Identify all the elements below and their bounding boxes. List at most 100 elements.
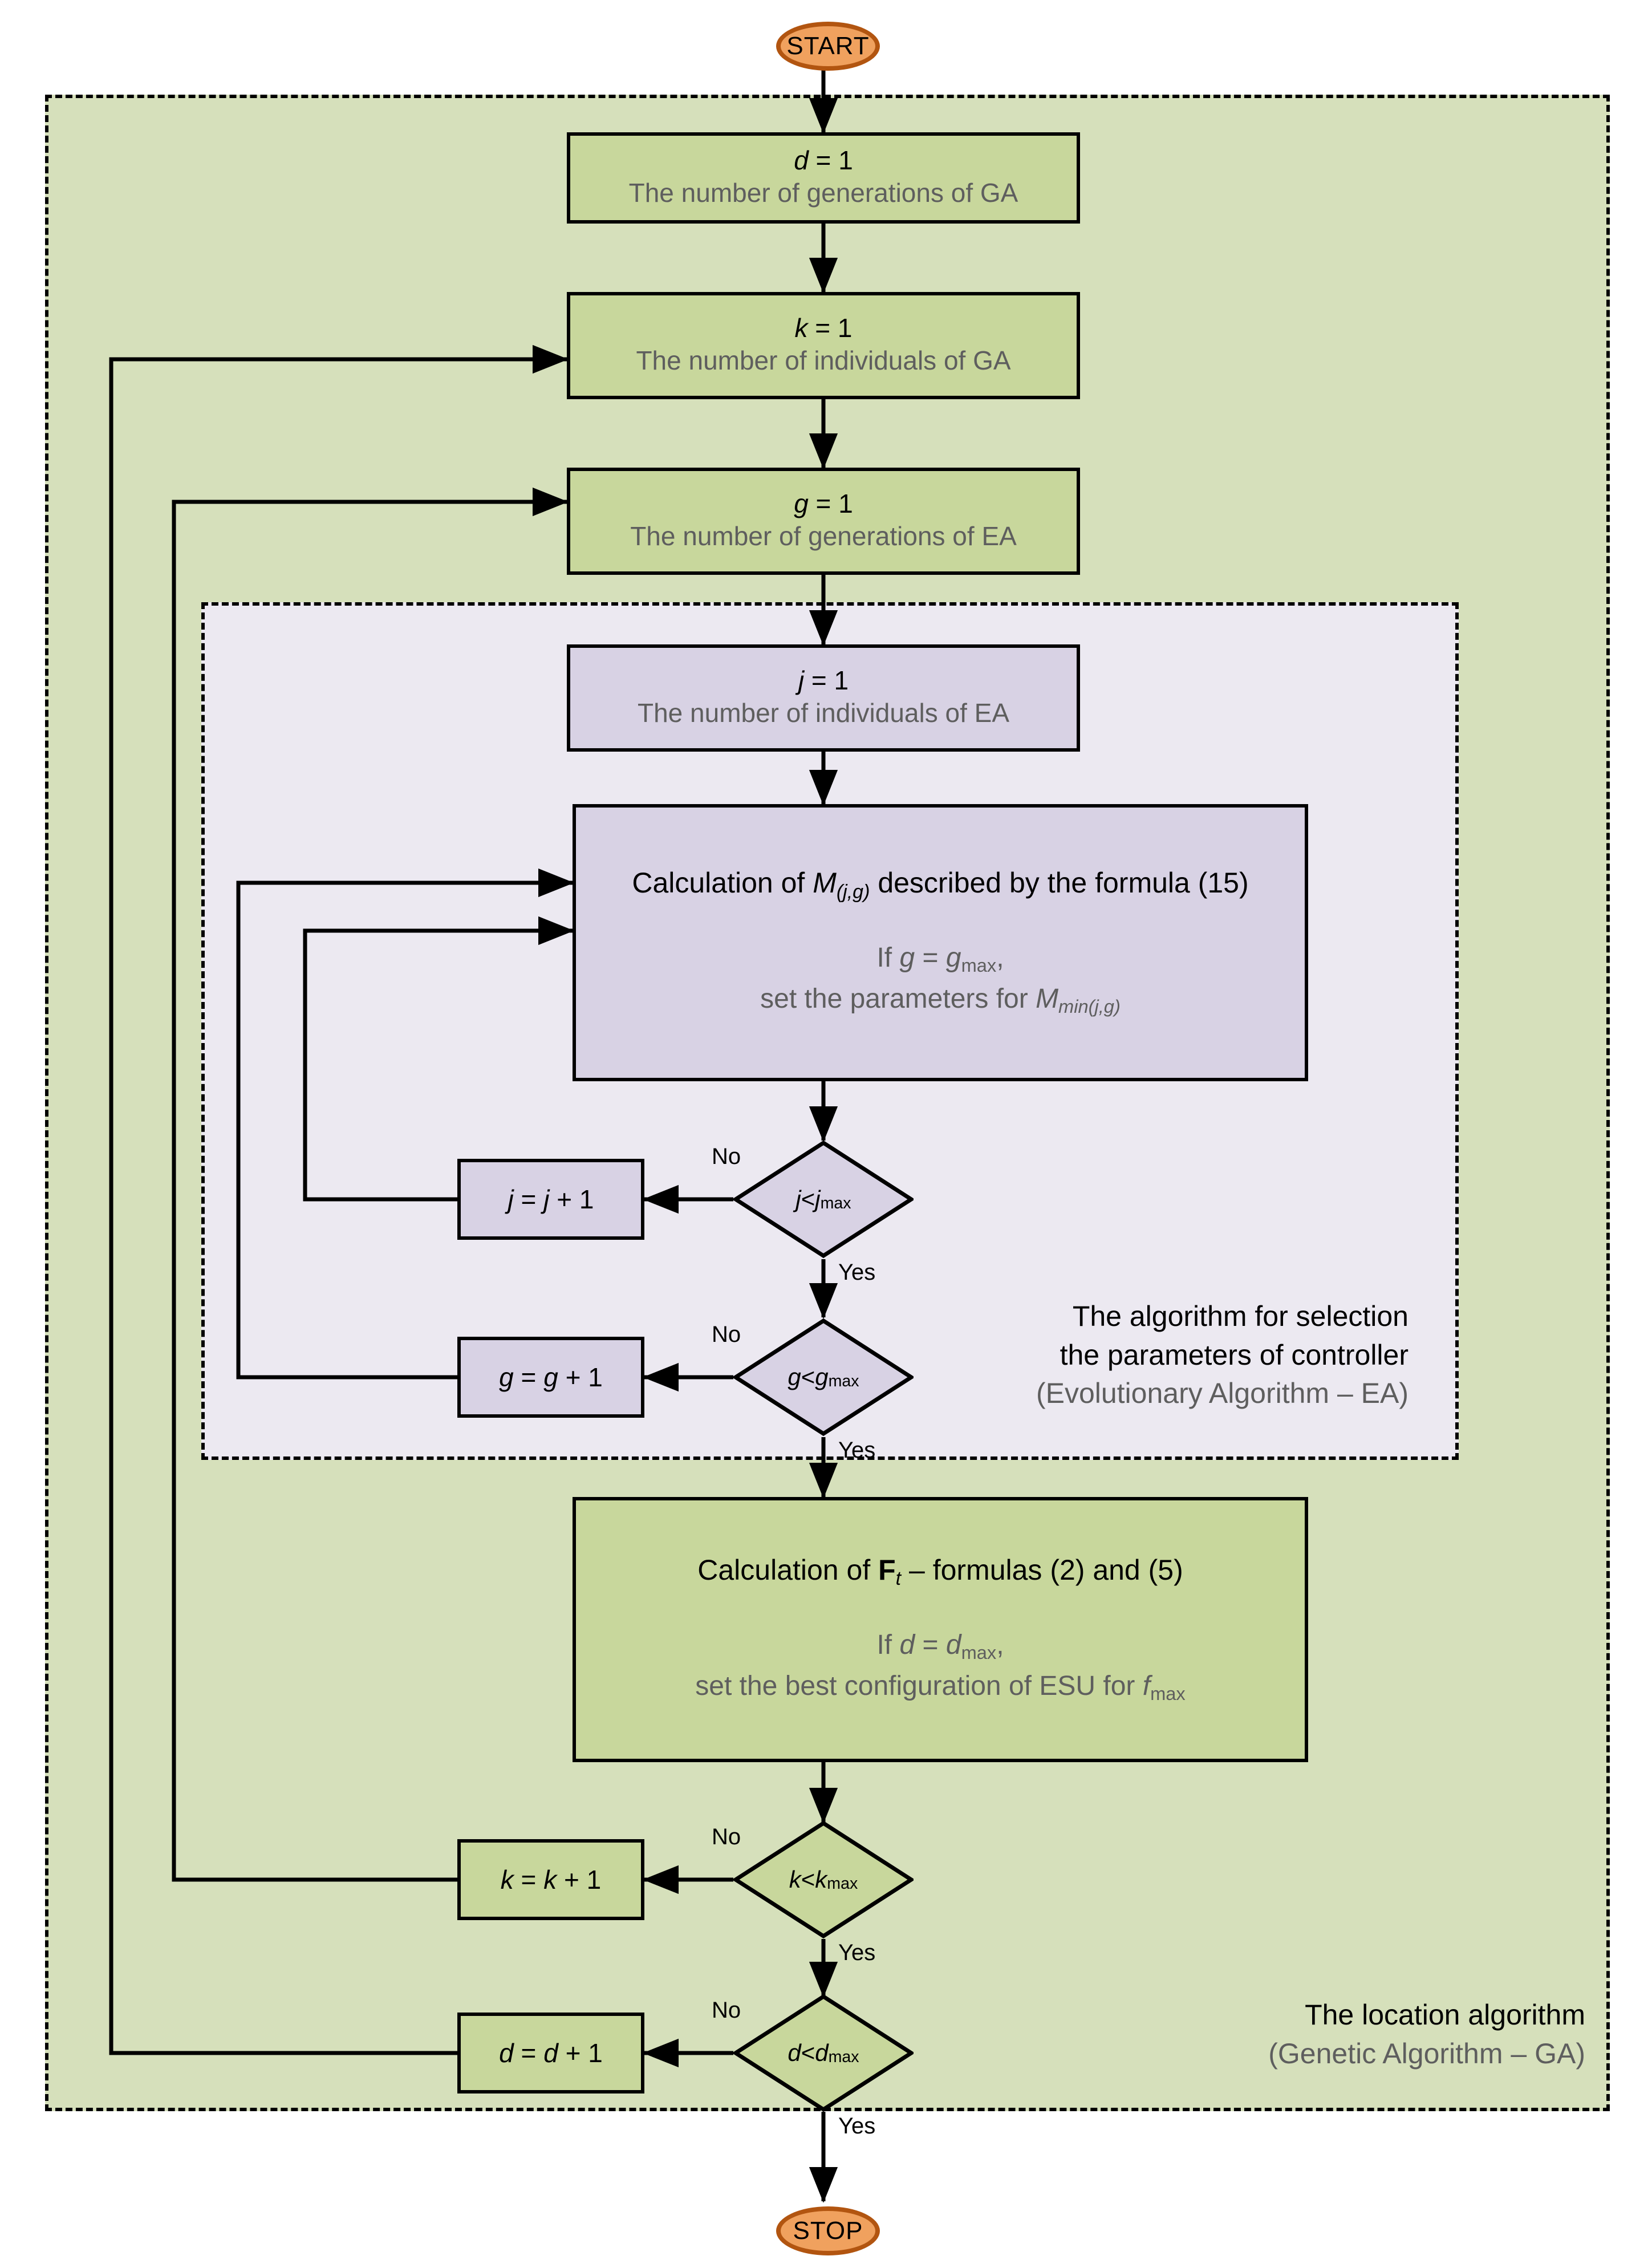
region-label-ga: The location algorithm (Genetic Algorith… bbox=[1101, 1996, 1585, 2073]
process-k-increment-expression: k = k + 1 bbox=[501, 1864, 601, 1895]
g-test-op: < bbox=[801, 1364, 815, 1390]
process-g-init: g = 1 The number of generations of EA bbox=[567, 468, 1080, 575]
region-label-ga-line1: The location algorithm bbox=[1305, 1999, 1585, 2031]
process-k-init-assign: = 1 bbox=[807, 313, 853, 343]
d-test-rhs: d bbox=[815, 2039, 829, 2066]
var-d: d bbox=[794, 145, 809, 175]
k-test-sub: max bbox=[827, 1875, 858, 1893]
j-inc-eq: = bbox=[513, 1184, 544, 1214]
d-test-sub: max bbox=[828, 2048, 859, 2067]
var-f: f bbox=[1142, 1670, 1151, 1701]
k-test-lhs: k bbox=[789, 1866, 801, 1893]
process-j-init: j = 1 The number of individuals of EA bbox=[567, 644, 1080, 752]
process-k-init-description: The number of individuals of GA bbox=[636, 346, 1011, 376]
region-label-ea-line3: (Evolutionary Algorithm – EA) bbox=[1036, 1377, 1409, 1409]
process-j-increment: j = j + 1 bbox=[457, 1159, 644, 1240]
process-d-increment-expression: d = d + 1 bbox=[499, 2038, 603, 2068]
terminal-stop: STOP bbox=[776, 2206, 880, 2255]
process-d-increment: d = d + 1 bbox=[457, 2013, 644, 2093]
k-inc-plus: + 1 bbox=[557, 1865, 602, 1894]
edge-label-j-yes: Yes bbox=[838, 1260, 876, 1285]
k-inc-eq: = bbox=[513, 1865, 544, 1894]
edge-label-d-yes: Yes bbox=[838, 2113, 876, 2139]
j-inc-lhs: j bbox=[508, 1184, 514, 1214]
g-inc-lhs: g bbox=[499, 1362, 514, 1392]
process-calculation-m: Calculation of M(j,g) described by the f… bbox=[573, 804, 1308, 1081]
edge-label-g-yes: Yes bbox=[838, 1438, 876, 1463]
g-test-lhs: g bbox=[788, 1364, 801, 1390]
process-d-init-assign: = 1 bbox=[808, 145, 853, 175]
calc-f-setconfig: set the best configuration of ESU for bbox=[695, 1670, 1143, 1701]
d-inc-rhs: d bbox=[543, 2038, 558, 2068]
process-k-init: k = 1 The number of individuals of GA bbox=[567, 292, 1080, 399]
g-inc-plus: + 1 bbox=[558, 1362, 603, 1392]
process-g-init-description: The number of generations of EA bbox=[630, 521, 1017, 551]
g-test-rhs: g bbox=[815, 1364, 829, 1390]
k-test-rhs: k bbox=[815, 1866, 827, 1893]
diamond-shape bbox=[733, 1821, 914, 1938]
edge-label-k-no: No bbox=[712, 1824, 741, 1849]
region-label-ea-line2: the parameters of controller bbox=[1060, 1338, 1409, 1371]
calc-f-d2: d bbox=[945, 1629, 961, 1660]
calc-f-prefix: Calculation of bbox=[697, 1553, 879, 1586]
process-k-init-expression: k = 1 bbox=[794, 313, 852, 343]
terminal-start: START bbox=[776, 22, 880, 71]
calc-f-dmax-sub: max bbox=[961, 1641, 997, 1663]
process-g-init-expression: g = 1 bbox=[794, 489, 853, 519]
d-inc-plus: + 1 bbox=[558, 2038, 603, 2068]
g-inc-eq: = bbox=[513, 1362, 544, 1392]
process-calculation-m-line3: set the parameters for Mmin(j,g) bbox=[760, 979, 1121, 1020]
process-k-increment: k = k + 1 bbox=[457, 1839, 644, 1920]
calc-f-eq: = bbox=[915, 1629, 946, 1660]
var-M: M bbox=[813, 867, 837, 899]
edge-label-k-yes: Yes bbox=[838, 1940, 876, 1965]
d-test-op: < bbox=[801, 2039, 815, 2066]
process-g-init-assign: = 1 bbox=[808, 488, 853, 518]
calc-m-eq: = bbox=[915, 943, 946, 973]
calc-m-comma: , bbox=[996, 943, 1004, 973]
process-calculation-f-line1: Calculation of Ft – formulas (2) and (5) bbox=[697, 1553, 1183, 1590]
k-inc-rhs: k bbox=[543, 1865, 557, 1894]
d-inc-lhs: d bbox=[499, 2038, 514, 2068]
diamond-shape bbox=[733, 1994, 914, 2112]
process-j-init-expression: j = 1 bbox=[798, 666, 849, 696]
var-k: k bbox=[794, 313, 808, 343]
process-j-init-description: The number of individuals of EA bbox=[637, 698, 1010, 728]
calc-m-g2: g bbox=[945, 943, 961, 973]
process-d-init-description: The number of generations of GA bbox=[628, 178, 1018, 208]
j-test-sub: max bbox=[820, 1194, 851, 1213]
calc-m-setparams: set the parameters for bbox=[760, 984, 1036, 1014]
process-g-increment-expression: g = g + 1 bbox=[499, 1362, 603, 1393]
calc-f-if: If bbox=[876, 1629, 900, 1660]
calc-m-gmax-sub: max bbox=[961, 955, 997, 976]
process-j-increment-expression: j = j + 1 bbox=[508, 1184, 594, 1215]
k-test-op: < bbox=[801, 1866, 815, 1893]
diamond-shape bbox=[733, 1318, 914, 1436]
process-calculation-f-line2: If d = dmax, bbox=[876, 1625, 1004, 1666]
k-inc-lhs: k bbox=[500, 1865, 514, 1894]
calc-f-fmax-sub: max bbox=[1150, 1682, 1186, 1704]
calc-m-min-sub: min(j,g) bbox=[1058, 996, 1121, 1017]
calc-m-prefix: Calculation of bbox=[632, 867, 813, 899]
process-calculation-m-line1: Calculation of M(j,g) described by the f… bbox=[632, 866, 1249, 903]
calc-m-suffix: described by the formula (15) bbox=[870, 867, 1249, 899]
calc-f-suffix: – formulas (2) and (5) bbox=[901, 1553, 1183, 1586]
d-inc-eq: = bbox=[513, 2038, 544, 2068]
j-test-op: < bbox=[801, 1186, 815, 1212]
calc-m-g1: g bbox=[899, 943, 915, 973]
terminal-stop-label: STOP bbox=[793, 2217, 863, 2245]
process-g-increment: g = g + 1 bbox=[457, 1337, 644, 1418]
g-inc-rhs: g bbox=[543, 1362, 558, 1392]
d-test-lhs: d bbox=[788, 2039, 801, 2066]
edge-label-j-no: No bbox=[712, 1144, 741, 1169]
process-j-init-assign: = 1 bbox=[804, 665, 849, 695]
j-inc-rhs: j bbox=[543, 1184, 550, 1214]
calc-m-if: If bbox=[876, 943, 900, 973]
